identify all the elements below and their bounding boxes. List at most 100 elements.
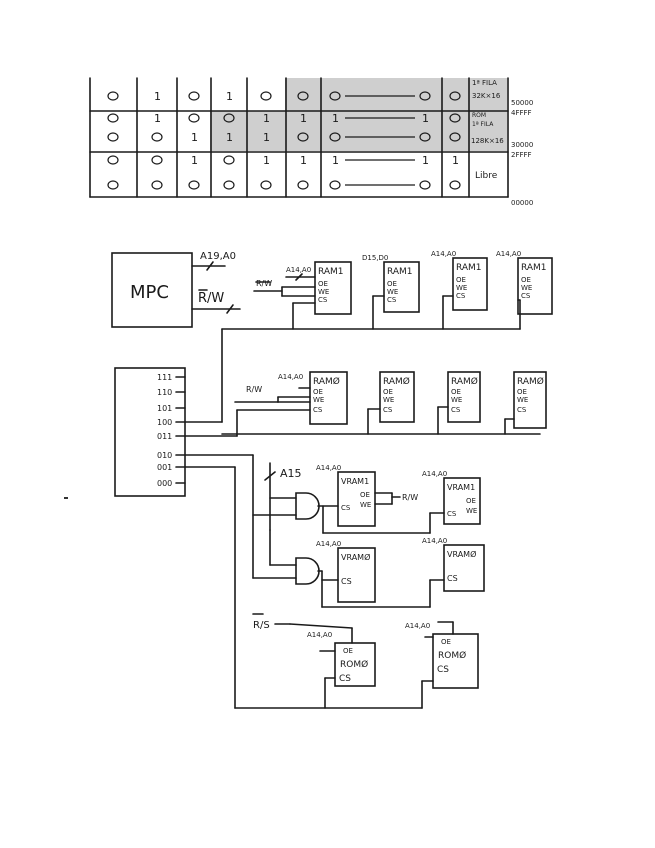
cell-zero [297, 180, 309, 190]
chip-name: RAMØ [451, 376, 478, 387]
chip-pin-we: WE [383, 396, 394, 404]
cell-zero [449, 180, 461, 190]
vram-section: A15 R/W VRAM1A14,A0OEWECSVRAM1A14,A0OEWE… [184, 454, 485, 709]
chip-pin-cs: CS [437, 665, 449, 675]
cell-zero [188, 113, 200, 123]
cell-zero [419, 132, 431, 142]
chip-pin-oe: OE [360, 491, 370, 499]
chip-name: RAMØ [517, 376, 544, 387]
and-gate-1 [295, 492, 320, 520]
chip-pin-oe: OE [313, 388, 323, 396]
row-label: 32K×16 [472, 92, 501, 100]
chip-pin-cs: CS [383, 406, 393, 414]
chip-pin-oe: OE [343, 647, 353, 655]
cell-one: 1 [332, 112, 339, 125]
cell-zero [297, 132, 309, 142]
cell-one: 1 [154, 90, 161, 103]
table-grid [89, 77, 509, 198]
cell-one: 1 [226, 90, 233, 103]
chip-bus-label: A14,A0 [422, 537, 447, 545]
row-label: 128K×16 [471, 137, 504, 145]
chip-name: ROMØ [340, 659, 368, 670]
cell-one: 1 [300, 112, 307, 125]
mpc-addr-bus-label: A19,A0 [200, 251, 236, 262]
cell-one: 1 [191, 131, 198, 144]
chip-pin-oe: OE [521, 276, 531, 284]
row-label: 1ª FILA [472, 79, 497, 87]
cell-zero [188, 180, 200, 190]
cell-one: 1 [263, 112, 270, 125]
chip-pin-we: WE [318, 288, 329, 296]
stray-mark [64, 497, 68, 499]
cell-zero [329, 91, 341, 101]
chip-bus-label: A14,A0 [405, 622, 430, 630]
chip-pin-oe: OE [441, 638, 451, 646]
chip-pin-cs: CS [517, 406, 527, 414]
chip-pin-cs: CS [318, 296, 328, 304]
cell-zero [107, 113, 119, 123]
vram-rw-label: R/W [402, 493, 418, 502]
address-label: 30000 [511, 141, 533, 149]
cell-one: 1 [263, 154, 270, 167]
chip-pin-cs: CS [313, 406, 323, 414]
cell-one: 1 [300, 154, 307, 167]
cell-zero [223, 113, 235, 123]
chip-pin-we: WE [466, 507, 477, 515]
a15-label: A15 [280, 467, 302, 480]
chip-pin-cs: CS [521, 292, 531, 300]
chip-name: ROMØ [438, 650, 466, 661]
chip-name: RAMØ [383, 376, 410, 387]
chip-bus-label: A14,A0 [307, 631, 332, 639]
chip-pin-oe: OE [517, 388, 527, 396]
cell-zero [329, 180, 341, 190]
decoder-output-label: 110 [157, 388, 172, 397]
decoder-output-label: 100 [157, 418, 172, 427]
address-label: 50000 [511, 99, 533, 107]
mpc-label: MPC [130, 282, 169, 303]
cell-zero [449, 113, 461, 123]
decoder-output-label: 111 [157, 373, 172, 382]
chip-bus-label: A14,A0 [316, 540, 341, 548]
cell-one: 1 [226, 131, 233, 144]
and-gate-2 [295, 557, 320, 585]
chip-bus-label: A14,A0 [422, 470, 447, 478]
cell-one: 1 [452, 154, 459, 167]
chip-bus-label: A14,A0 [431, 250, 456, 258]
cell-zero [419, 180, 431, 190]
chip-name: RAMØ [313, 376, 340, 387]
chip-pin-cs: CS [456, 292, 466, 300]
chip-pin-we: WE [456, 284, 467, 292]
address-label: 00000 [511, 199, 533, 207]
cell-zero [107, 155, 119, 165]
cell-zero [260, 91, 272, 101]
cell-zero [223, 180, 235, 190]
chip-pin-cs: CS [339, 674, 351, 684]
cell-one: 1 [191, 154, 198, 167]
cell-one: 1 [263, 131, 270, 144]
chip-pin-we: WE [517, 396, 528, 404]
ram0-bus-label: A14,A0 [278, 373, 303, 381]
ram1-rw-label: R/W [256, 279, 272, 288]
chip-name: VRAM1 [341, 477, 369, 486]
chip-pin-oe: OE [456, 276, 466, 284]
mpc-block: MPC A19,A0 R/W [111, 251, 241, 328]
row-label: Libre [475, 171, 498, 181]
cell-one: 1 [154, 112, 161, 125]
chip-pin-oe: OE [451, 388, 461, 396]
cell-zero [151, 180, 163, 190]
chip-pin-oe: OE [383, 388, 393, 396]
chip-bus-label: A14,A0 [316, 464, 341, 472]
chip-bus-label: D15,D0 [362, 254, 388, 262]
address-label: 2FFFF [511, 151, 532, 159]
decoder-output-label: 101 [157, 404, 172, 413]
cell-zero [107, 180, 119, 190]
decoder-output-label: 000 [157, 479, 172, 488]
chip-pin-cs: CS [451, 406, 461, 414]
cell-one: 1 [332, 154, 339, 167]
rs-label: R/S [253, 620, 270, 631]
decoder-output-label: 001 [157, 463, 172, 472]
